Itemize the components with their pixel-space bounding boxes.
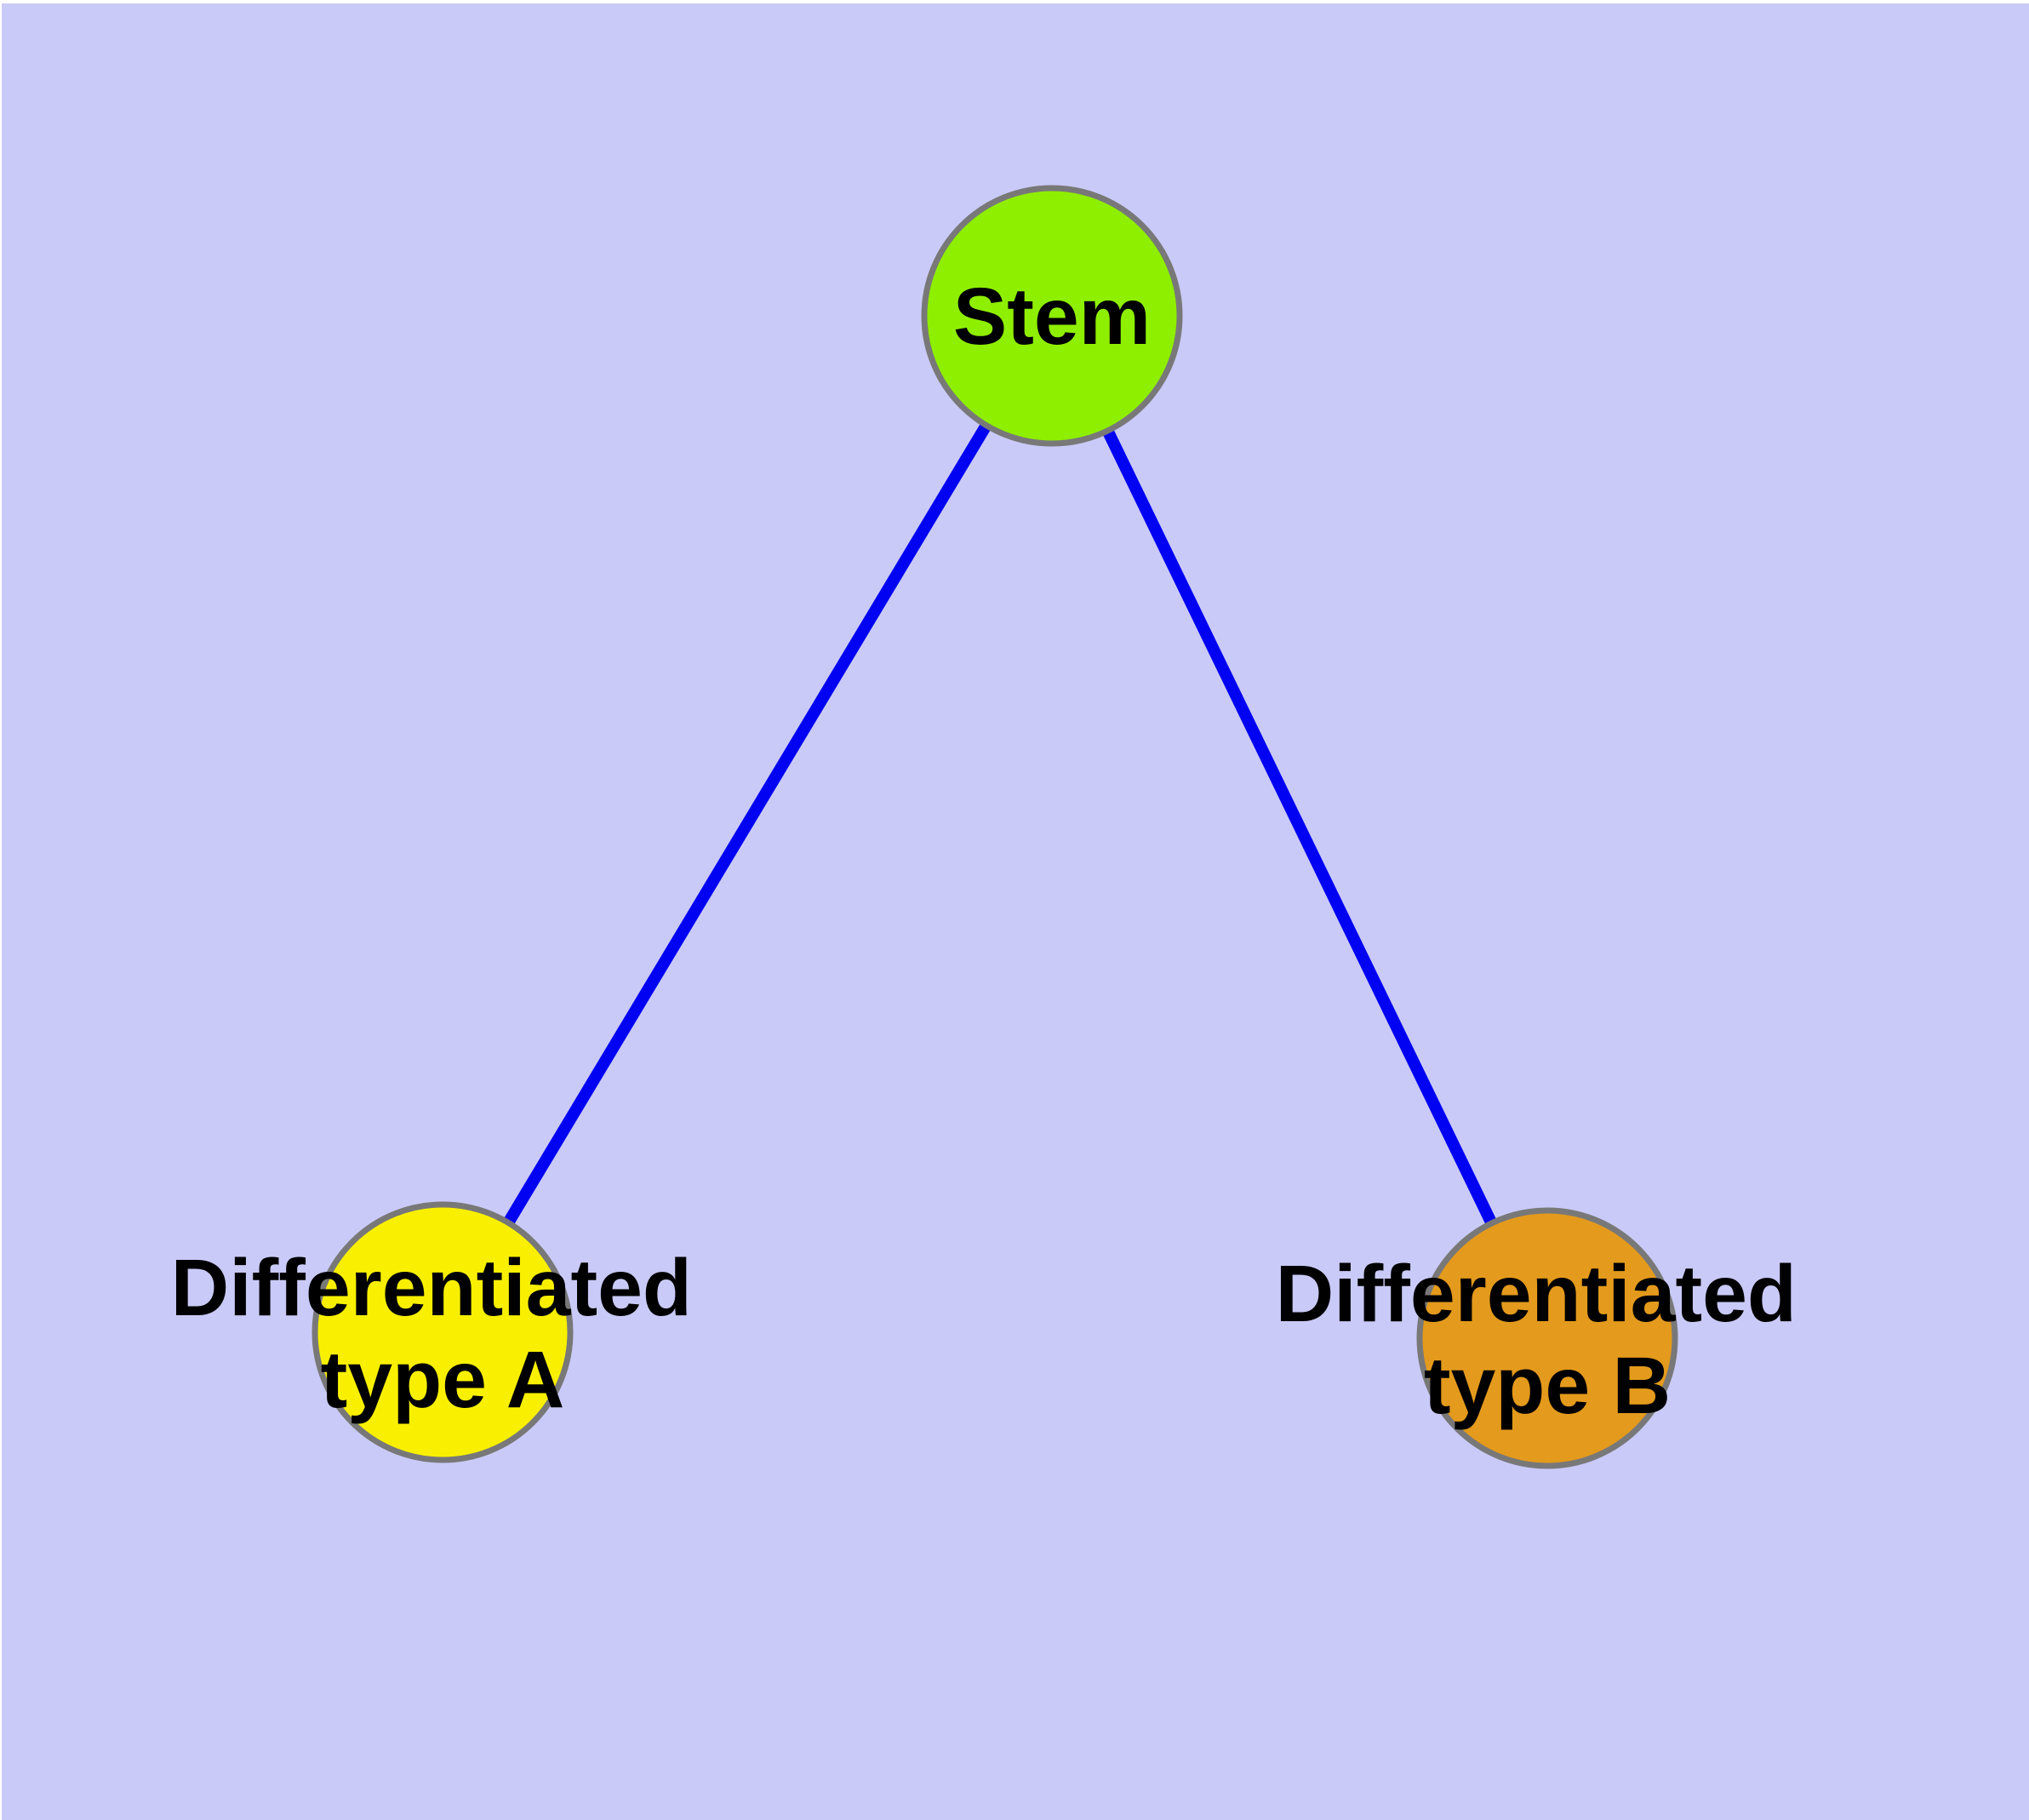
node-stem-label: Stem — [953, 272, 1151, 362]
node-stem — [921, 185, 1183, 447]
node-differentiated-type-b-label-line1: Differentiated — [1276, 1249, 1797, 1339]
node-differentiated-type-a — [311, 1201, 574, 1463]
node-differentiated-type-a-label-line1: Differentiated — [171, 1243, 692, 1333]
node-differentiated-type-a-label-line2: type A — [321, 1335, 565, 1425]
edge-stem-to-type-a — [437, 312, 1058, 1336]
node-differentiated-type-b — [1416, 1207, 1678, 1469]
edge-stem-to-type-b — [1046, 312, 1553, 1342]
node-differentiated-type-b-label: Differentiated type B — [1276, 1249, 1820, 1431]
node-differentiated-type-a-label: Differentiated type A — [171, 1243, 715, 1425]
node-differentiated-type-b-label-line2: type B — [1424, 1341, 1671, 1431]
